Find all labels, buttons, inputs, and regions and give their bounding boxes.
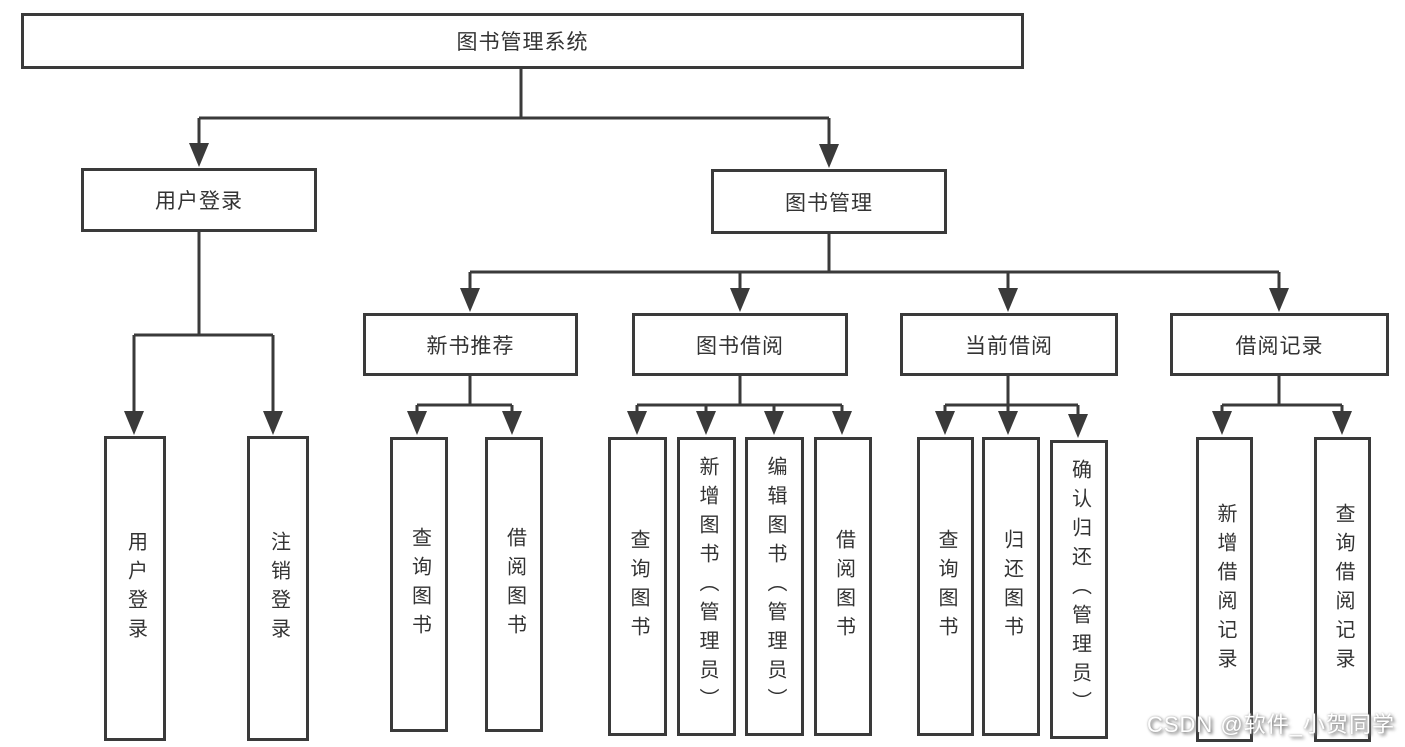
leaf-label: 确认归还（管理员） [1068, 459, 1091, 720]
arrowhead-icon [819, 144, 839, 168]
leaf-label: 查询借阅记录 [1332, 502, 1354, 677]
leaf-label: 查询图书 [408, 526, 431, 643]
arrowhead-icon [124, 411, 144, 435]
arrowhead-icon [1269, 288, 1289, 312]
arrowhead-icon [627, 411, 647, 435]
leaf-query-books-current: 查询图书 [917, 437, 974, 736]
arrowhead-icon [998, 411, 1018, 435]
node-book-borrowing: 图书借阅 [632, 313, 848, 376]
connector-stems [132, 69, 1344, 416]
node-label: 图书借阅 [696, 334, 784, 358]
arrowhead-icon [1332, 411, 1352, 435]
leaf-return-books: 归还图书 [982, 437, 1040, 736]
connector-root-branch [197, 69, 831, 146]
node-book-management: 图书管理 [711, 169, 947, 234]
node-label: 图书管理系统 [456, 31, 589, 54]
arrowhead-icon [189, 143, 209, 167]
leaf-label: 新增图书（管理员） [696, 456, 718, 717]
arrowhead-icon [998, 288, 1018, 312]
node-root: 图书管理系统 [21, 13, 1024, 69]
arrowhead-icon [730, 288, 750, 312]
leaf-label: 归还图书 [1000, 528, 1023, 645]
arrowhead-icon [1212, 411, 1232, 435]
connector-arrowheads [124, 143, 1352, 438]
leaf-label: 用户登录 [124, 530, 147, 647]
connector-current-borrow-branch [943, 376, 1080, 416]
leaf-query-books-newbook: 查询图书 [390, 437, 448, 732]
leaf-label: 编辑图书（管理员） [764, 456, 786, 717]
node-new-book-recommendation: 新书推荐 [363, 313, 578, 376]
leaf-borrow-books: 借阅图书 [814, 437, 872, 736]
leaf-user-login: 用户登录 [104, 436, 166, 741]
node-label: 图书管理 [785, 191, 873, 215]
node-label: 新书推荐 [426, 334, 515, 358]
leaf-label: 查询图书 [627, 528, 649, 645]
leaf-confirm-return-admin: 确认归还（管理员） [1050, 440, 1108, 739]
arrowhead-icon [696, 411, 716, 435]
leaf-label: 新增借阅记录 [1214, 502, 1236, 677]
leaf-edit-books-admin: 编辑图书（管理员） [745, 437, 804, 736]
leaf-query-books-borrow: 查询图书 [608, 437, 667, 736]
arrowhead-icon [263, 411, 283, 435]
leaf-label: 借阅图书 [832, 528, 855, 645]
leaf-logout: 注销登录 [247, 436, 309, 741]
leaf-label: 借阅图书 [503, 526, 526, 643]
node-current-borrowing: 当前借阅 [900, 313, 1118, 376]
node-borrowing-records: 借阅记录 [1170, 313, 1389, 376]
leaf-label: 查询图书 [935, 528, 957, 645]
node-label: 用户登录 [155, 190, 243, 213]
arrowhead-icon [764, 411, 784, 435]
connector-book-borrow-branch [635, 376, 844, 413]
leaf-query-borrow-record: 查询借阅记录 [1314, 437, 1371, 742]
arrowhead-icon [407, 411, 427, 435]
arrowhead-icon [460, 288, 480, 312]
arrowhead-icon [935, 411, 955, 435]
leaf-add-books-admin: 新增图书（管理员） [677, 437, 736, 736]
connector-user-login-branch [132, 232, 275, 413]
arrowhead-icon [832, 411, 852, 435]
connector-new-book-branch [415, 376, 514, 413]
connector-book-mgmt-branch [468, 234, 1281, 290]
node-user-login: 用户登录 [81, 168, 317, 232]
leaf-label: 注销登录 [267, 530, 290, 647]
arrowhead-icon [502, 411, 522, 435]
leaf-borrow-books-newbook: 借阅图书 [485, 437, 543, 732]
arrowhead-icon [1068, 414, 1088, 438]
node-label: 借阅记录 [1235, 334, 1324, 358]
connector-borrow-record-branch [1220, 376, 1344, 413]
leaf-add-borrow-record: 新增借阅记录 [1196, 437, 1253, 742]
node-label: 当前借阅 [965, 334, 1053, 358]
